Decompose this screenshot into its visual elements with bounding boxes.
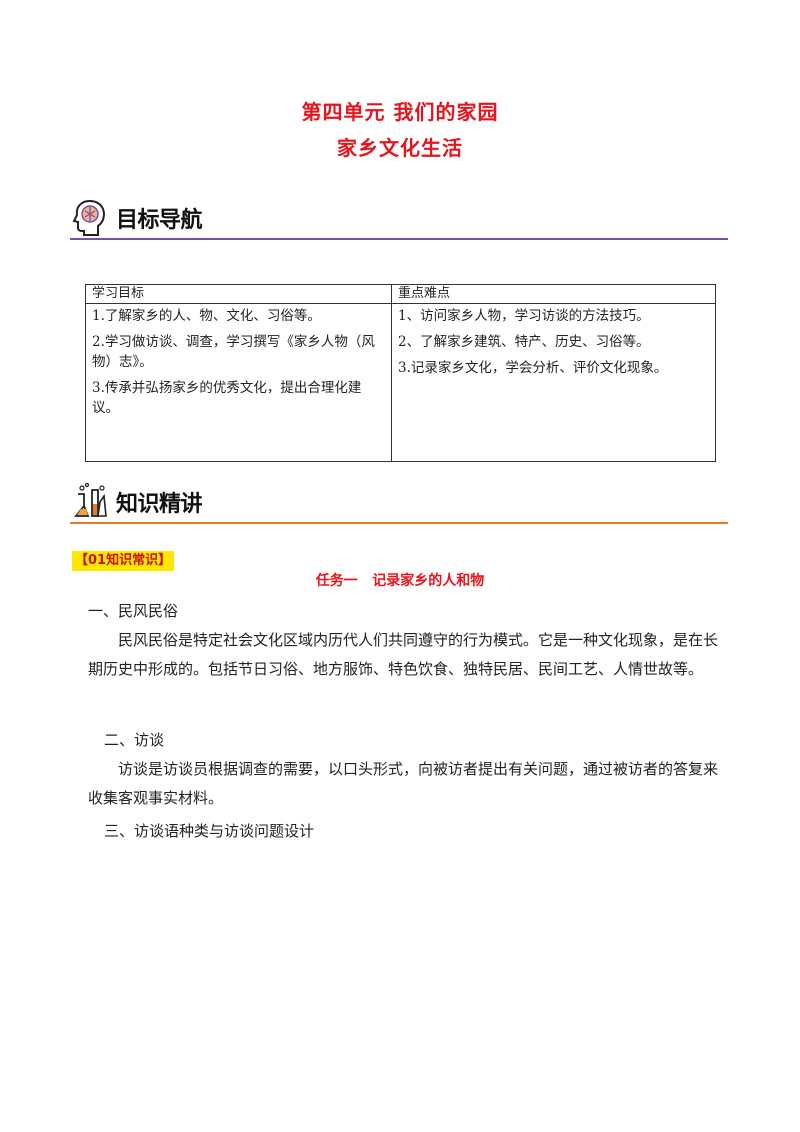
goals-section-header: 目标导航	[70, 196, 728, 240]
knowledge-section-label: 知识精讲	[116, 492, 203, 517]
heading-folk-customs: 一、民风民俗	[88, 602, 179, 620]
key-points-cell: 1、访问家乡人物，学习访谈的方法技巧。 2、了解家乡建筑、特产、历史、习俗等。 …	[391, 303, 716, 462]
paragraph-interview: 访谈是访谈员根据调查的需要，以口头形式，向被访者提出有关问题，通过被访者的答复来…	[88, 760, 719, 807]
table-header-key-points: 重点难点	[391, 284, 716, 304]
lab-flask-icon	[74, 482, 107, 517]
brain-head-icon	[72, 199, 105, 236]
heading-interview: 二、访谈	[104, 731, 165, 749]
heading-interview-design: 三、访谈语种类与访谈问题设计	[104, 822, 315, 840]
key-point-item: 2、了解家乡建筑、特产、历史、习俗等。	[398, 334, 650, 350]
goals-section-label: 目标导航	[116, 208, 203, 233]
unit-title: 第四单元 我们的家园	[301, 100, 499, 124]
paragraph-folk-customs: 民风民俗是特定社会文化区域内历代人们共同遵守的行为模式。它是一种文化现象，是在长…	[88, 631, 719, 678]
goals-section-rule	[70, 238, 728, 240]
table-header-goals: 学习目标	[85, 284, 392, 304]
knowledge-section-header: 知识精讲	[70, 480, 728, 524]
task-title: 任务一 记录家乡的人和物	[315, 573, 485, 589]
goals-cell: 1.了解家乡的人、物、文化、习俗等。 2.学习做访谈、调查，学习撰写《家乡人物（…	[85, 303, 392, 462]
knowledge-tag: 【01知识常识】	[72, 551, 175, 571]
goals-table: 学习目标 重点难点 1.了解家乡的人、物、文化、习俗等。 2.学习做访谈、调查，…	[85, 284, 716, 462]
knowledge-section-rule	[70, 522, 728, 524]
goal-item: 2.学习做访谈、调查，学习撰写《家乡人物（风物）志》。	[92, 334, 375, 370]
key-point-item: 1、访问家乡人物，学习访谈的方法技巧。	[398, 308, 650, 324]
key-point-item: 3.记录家乡文化，学会分析、评价文化现象。	[398, 360, 668, 376]
lesson-title: 家乡文化生活	[337, 136, 463, 160]
goal-item: 3.传承并弘扬家乡的优秀文化，提出合理化建议。	[92, 380, 362, 416]
goal-item: 1.了解家乡的人、物、文化、习俗等。	[92, 308, 321, 324]
